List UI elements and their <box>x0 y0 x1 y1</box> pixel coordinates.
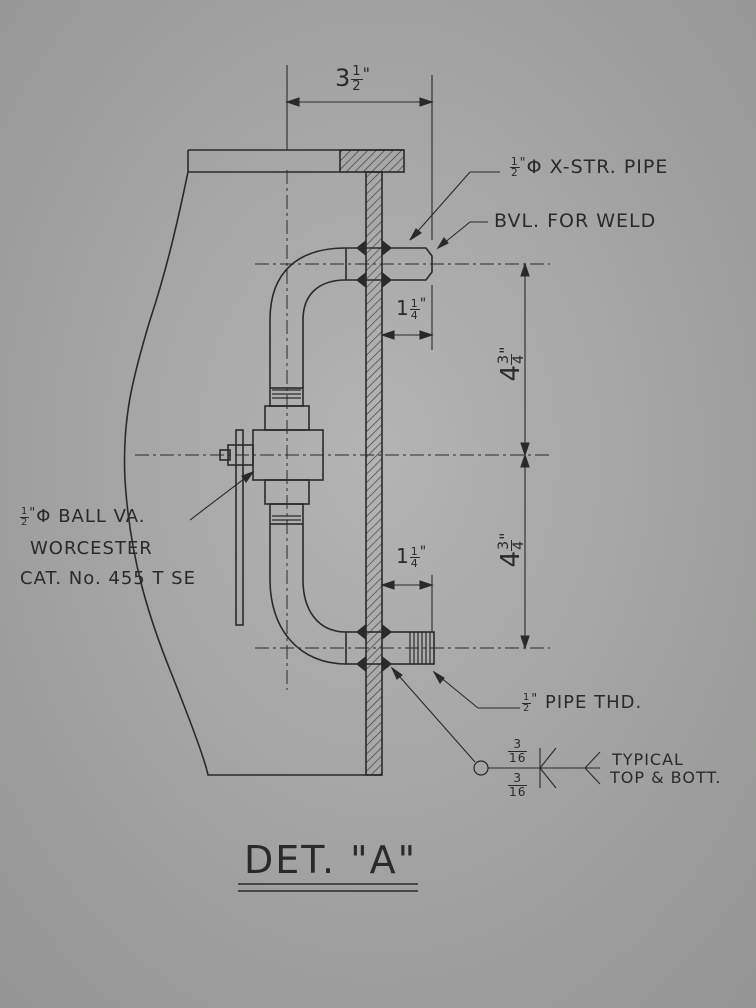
lower-elbow <box>269 524 347 665</box>
leader-weld <box>391 667 476 763</box>
wall-plate-section <box>365 171 383 776</box>
top-plate-section <box>339 149 405 173</box>
weld-note-line2: TOP & BOTT. <box>610 768 722 787</box>
weld-note-line1: TYPICAL <box>612 750 684 769</box>
detail-title: DET. "A" <box>244 838 418 882</box>
leader-valve <box>189 471 254 521</box>
leader-pipe <box>409 171 471 241</box>
weld-all-around-circle <box>473 760 489 776</box>
callout-valve-line2: WORCESTER <box>30 538 153 559</box>
callout-bevel: BVL. FOR WELD <box>494 210 657 232</box>
upper-elbow <box>269 247 347 388</box>
break-outline <box>123 150 382 776</box>
valve-handle <box>235 429 244 626</box>
callout-valve-line3: CAT. No. 455 T SE <box>20 568 196 589</box>
